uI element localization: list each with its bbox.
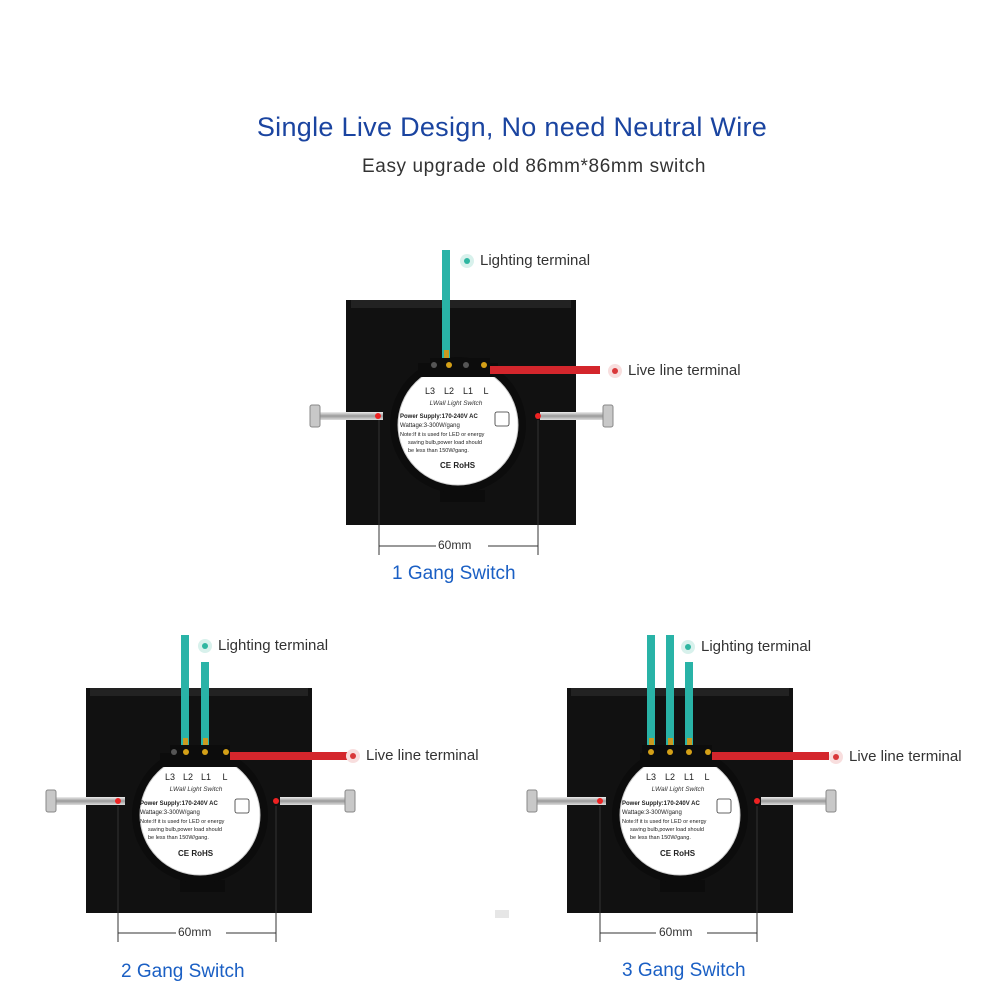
red-dot-icon xyxy=(829,749,843,764)
switch-2-gang: L3 L2 L1 L LWall Light Switch Power Supp… xyxy=(45,635,356,942)
screw-left xyxy=(45,789,125,813)
svg-text:Wattage:3-300W/gang: Wattage:3-300W/gang xyxy=(622,810,682,816)
live-wire xyxy=(480,366,600,374)
svg-text:LWall Light Switch: LWall Light Switch xyxy=(170,786,223,793)
screw-left xyxy=(309,404,383,428)
live-terminal-label: Live line terminal xyxy=(366,747,479,764)
caption-1-gang: 1 Gang Switch xyxy=(392,563,516,584)
svg-text:L2: L2 xyxy=(444,386,454,396)
svg-text:Note:If it is used for LED or: Note:If it is used for LED or energy xyxy=(622,819,707,825)
lighting-terminal-label: Lighting terminal xyxy=(701,638,812,655)
live-wire xyxy=(222,752,348,760)
lighting-wire xyxy=(442,250,450,365)
lighting-terminal-callout-2: Lighting terminal xyxy=(198,637,328,654)
svg-text:L1: L1 xyxy=(684,772,694,782)
live-terminal-callout-3: Live line terminal xyxy=(829,748,962,765)
svg-text:CE RoHS: CE RoHS xyxy=(178,849,214,858)
red-dot-icon xyxy=(346,748,360,763)
lighting-terminal-label: Lighting terminal xyxy=(218,637,329,654)
live-terminal-callout-2: Live line terminal xyxy=(346,747,479,764)
svg-text:L1: L1 xyxy=(463,386,473,396)
svg-text:L2: L2 xyxy=(665,772,675,782)
svg-text:saving bulb,power load should: saving bulb,power load should xyxy=(630,827,704,833)
svg-text:L: L xyxy=(222,772,227,782)
live-terminal-label: Live line terminal xyxy=(849,748,962,765)
svg-text:Power Supply:170-240V AC: Power Supply:170-240V AC xyxy=(622,801,700,807)
live-terminal-callout-1: Live line terminal xyxy=(608,362,741,379)
lighting-terminal-label: Lighting terminal xyxy=(480,252,591,269)
svg-text:LWall Light Switch: LWall Light Switch xyxy=(652,786,705,793)
red-dot-icon xyxy=(608,363,622,378)
svg-text:L: L xyxy=(704,772,709,782)
svg-text:LWall Light Switch: LWall Light Switch xyxy=(430,400,483,407)
screw-right xyxy=(280,789,356,813)
screw-right xyxy=(761,789,837,813)
teal-dot-icon xyxy=(198,638,212,653)
screw-right xyxy=(540,404,614,428)
caption-2-gang: 2 Gang Switch xyxy=(121,961,245,982)
svg-text:be less than 150W/gang.: be less than 150W/gang. xyxy=(408,448,469,454)
lighting-wire-3 xyxy=(685,662,693,754)
lighting-terminal-callout-3: Lighting terminal xyxy=(681,638,811,655)
svg-text:Wattage:3-300W/gang: Wattage:3-300W/gang xyxy=(400,423,460,429)
screw-left xyxy=(526,789,606,813)
svg-text:Power Supply:170-240V AC: Power Supply:170-240V AC xyxy=(400,414,478,420)
svg-text:Power Supply:170-240V AC: Power Supply:170-240V AC xyxy=(140,801,218,807)
lighting-terminal-callout-1: Lighting terminal xyxy=(460,252,590,269)
svg-text:L3: L3 xyxy=(425,386,435,396)
dimension-label-2: 60mm xyxy=(178,925,212,939)
lighting-wire-2 xyxy=(666,635,674,753)
live-terminal-label: Live line terminal xyxy=(628,362,741,379)
dimension-label-1: 60mm xyxy=(438,538,472,552)
switch-1-gang: L3 L2 L1 L LWall Light Switch Power Supp… xyxy=(309,250,614,555)
lighting-wire-1 xyxy=(181,635,189,753)
svg-text:Wattage:3-300W/gang: Wattage:3-300W/gang xyxy=(140,810,200,816)
teal-dot-icon xyxy=(681,639,695,654)
page-subtitle: Easy upgrade old 86mm*86mm switch xyxy=(362,156,706,177)
svg-text:CE RoHS: CE RoHS xyxy=(660,849,696,858)
svg-text:L3: L3 xyxy=(165,772,175,782)
switch-3-gang: L3 L2 L1 L LWall Light Switch Power Supp… xyxy=(526,635,837,942)
dimension-label-3: 60mm xyxy=(659,925,693,939)
svg-text:L3: L3 xyxy=(646,772,656,782)
page-title: Single Live Design, No need Neutral Wire xyxy=(256,112,768,142)
svg-text:L: L xyxy=(483,386,488,396)
svg-text:be less than 150W/gang.: be less than 150W/gang. xyxy=(148,835,209,841)
lighting-wire-1 xyxy=(647,635,655,753)
svg-text:Note:If it is used for LED or: Note:If it is used for LED or energy xyxy=(400,432,485,438)
caption-3-gang: 3 Gang Switch xyxy=(622,960,746,981)
teal-dot-icon xyxy=(460,253,474,268)
lighting-wire-2 xyxy=(201,662,209,754)
svg-text:saving bulb,power load should: saving bulb,power load should xyxy=(408,440,482,446)
svg-text:L1: L1 xyxy=(201,772,211,782)
svg-text:CE RoHS: CE RoHS xyxy=(440,461,476,470)
svg-text:be less than 150W/gang.: be less than 150W/gang. xyxy=(630,835,691,841)
svg-text:L2: L2 xyxy=(183,772,193,782)
live-wire xyxy=(705,752,829,760)
svg-text:Note:If it is used for LED or: Note:If it is used for LED or energy xyxy=(140,819,225,825)
svg-text:saving bulb,power load should: saving bulb,power load should xyxy=(148,827,222,833)
